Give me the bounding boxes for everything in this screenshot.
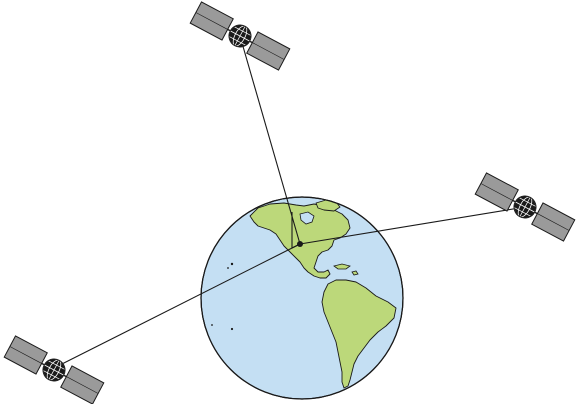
satellite-top-icon <box>189 1 291 71</box>
signal-line-top <box>239 35 301 245</box>
hudson-bay <box>299 211 315 225</box>
receiver-point <box>297 241 303 247</box>
pacific-island <box>230 262 234 266</box>
signal-lines <box>53 35 526 369</box>
earth-globe <box>200 196 404 400</box>
pacific-island <box>230 327 234 331</box>
satellite-bottom-left-icon <box>3 335 105 404</box>
signal-line-bottom-left <box>53 243 301 369</box>
south-america-landmass <box>321 279 397 389</box>
caribbean-island <box>351 270 359 276</box>
satellite-right-icon <box>474 172 576 242</box>
pacific-island <box>227 267 229 269</box>
cuba-island <box>333 263 351 270</box>
signal-line-right <box>299 206 526 245</box>
pacific-island <box>211 324 213 326</box>
